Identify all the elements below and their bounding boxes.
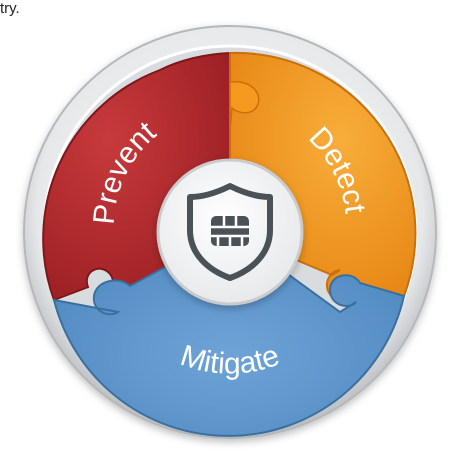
shield-icon bbox=[187, 183, 273, 281]
segment-mitigate bbox=[52, 230, 406, 437]
cropped-text-fragment: try. bbox=[0, 0, 20, 17]
puzzle-tab-top bbox=[229, 81, 260, 131]
